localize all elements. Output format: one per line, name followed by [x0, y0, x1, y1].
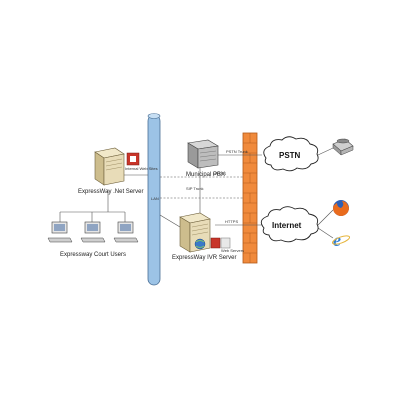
- pstn-label: PSTN: [279, 151, 301, 160]
- link-pstn-phone: [317, 147, 334, 156]
- label-https-mid: HTTPS: [225, 219, 238, 224]
- lan-backbone: LAN: [147, 113, 161, 286]
- label-https-top: HTTPS: [213, 171, 226, 176]
- label-sip-trunk: SIP Trunk: [186, 186, 204, 191]
- net-server-label: ExpressWay .Net Server: [78, 189, 143, 195]
- firewall-icon: [242, 132, 258, 264]
- connections: [59, 147, 334, 239]
- pbx-icon: [187, 139, 219, 169]
- workstation-icon: [113, 221, 139, 243]
- pstn-cloud-icon: PSTN: [263, 136, 319, 172]
- link-internet-firefox: [317, 209, 334, 226]
- label-pstn-trunk: PSTN Trunk: [226, 149, 248, 154]
- pbx-label: Municipal PBX: [186, 172, 225, 178]
- ivr-badge: Web Servers: [210, 237, 244, 253]
- internet-explorer-icon: e: [331, 230, 351, 250]
- ivr-globe-icon: [194, 238, 206, 250]
- workstation-icon: [47, 221, 73, 243]
- backbone-label: LAN: [151, 196, 159, 201]
- internet-cloud-icon: Internet: [260, 206, 319, 243]
- internet-label: Internet: [272, 221, 302, 230]
- court-users-label: Expressway Court Users: [60, 252, 126, 258]
- workstation-icon: [80, 221, 106, 243]
- net-server-badge: Internal Web Sites: [125, 152, 158, 171]
- ivr-badge-label: Web Servers: [221, 248, 244, 253]
- ivr-server-label: ExpressWay IVR Server: [172, 255, 236, 261]
- phone-icon: [332, 138, 354, 156]
- link-internet-ie: [317, 227, 334, 239]
- ivr-server-icon: [179, 212, 211, 253]
- net-server-icon: [94, 147, 125, 186]
- svg-text:e: e: [333, 230, 341, 250]
- net-server-badge-label: Internal Web Sites: [125, 166, 158, 171]
- firefox-icon: [333, 200, 349, 216]
